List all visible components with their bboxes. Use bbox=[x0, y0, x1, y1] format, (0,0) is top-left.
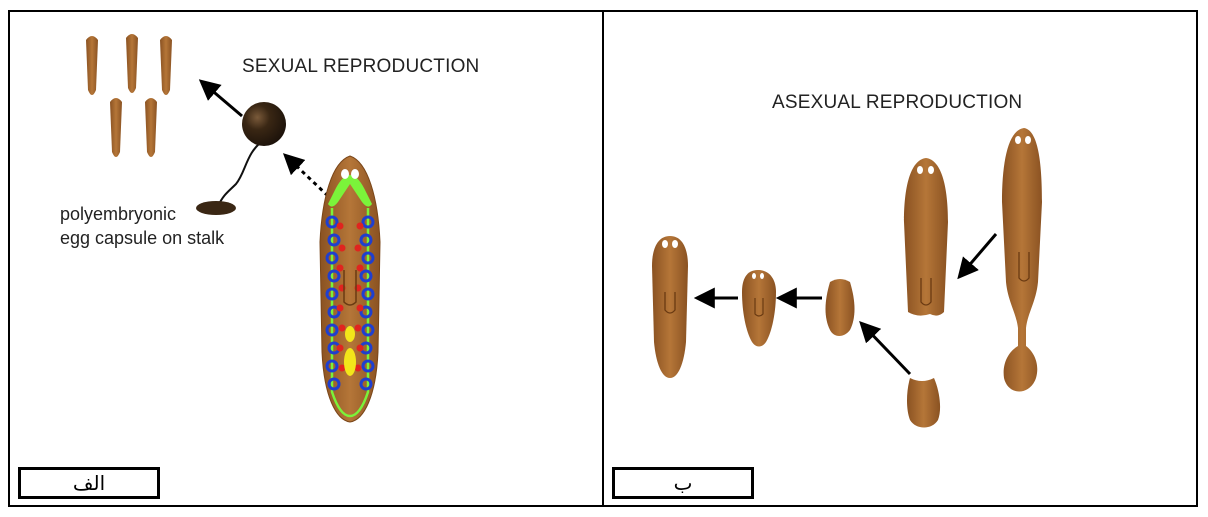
pharynx bbox=[664, 292, 676, 314]
pharynx bbox=[343, 270, 357, 306]
posterior-fragment bbox=[907, 378, 941, 428]
eye-spot bbox=[1025, 136, 1031, 144]
panel-asexual-reproduction: ASEXUAL REPRODUCTION bbox=[602, 10, 1198, 507]
testes-left bbox=[325, 215, 341, 391]
adult-planarian bbox=[319, 155, 381, 423]
arrow-to-regeneration bbox=[859, 320, 912, 376]
panel-b-label: ب bbox=[612, 467, 754, 499]
sexual-reproduction-title: SEXUAL REPRODUCTION bbox=[242, 56, 480, 77]
constricting-worm bbox=[1002, 128, 1042, 392]
ovary-dots bbox=[336, 222, 364, 372]
eye-spot bbox=[662, 240, 668, 248]
asexual-reproduction-title: ASEXUAL REPRODUCTION bbox=[772, 92, 1023, 113]
asexual-reproduction-diagram bbox=[652, 128, 1042, 428]
arrow-to-fission bbox=[957, 233, 998, 280]
dotted-arrow-adult-to-egg bbox=[282, 153, 330, 198]
regenerated-worm-body bbox=[652, 236, 688, 378]
juvenile-worm bbox=[145, 98, 157, 157]
sexual-reproduction-diagram bbox=[86, 34, 381, 423]
eye-spot bbox=[672, 240, 678, 248]
anterior-fragment-body bbox=[904, 158, 948, 316]
eye-spot bbox=[341, 169, 349, 179]
nerve-cord-left bbox=[330, 208, 351, 418]
pharynx bbox=[920, 278, 932, 306]
regenerated-worm bbox=[652, 236, 688, 378]
eye-spot bbox=[928, 166, 934, 174]
copulatory-apparatus bbox=[345, 326, 355, 342]
adult-worm-body bbox=[319, 155, 381, 423]
arrow-egg-to-juveniles bbox=[198, 79, 243, 118]
panel-a-label: الف bbox=[18, 467, 160, 499]
constricting-worm-body bbox=[1002, 128, 1042, 392]
egg-capsule-label-line2: egg capsule on stalk bbox=[60, 228, 225, 248]
nerve-cord-right bbox=[349, 208, 370, 418]
juvenile-worm bbox=[86, 36, 98, 95]
testes-right bbox=[359, 215, 375, 391]
eye-spot bbox=[752, 273, 756, 279]
regenerating-fragment-1 bbox=[825, 279, 855, 336]
eye-spot bbox=[760, 273, 764, 279]
brain-ganglia bbox=[328, 175, 372, 207]
juvenile-worm bbox=[126, 34, 138, 93]
egg-stalk bbox=[217, 139, 265, 207]
egg-capsule bbox=[242, 102, 286, 146]
stalk-base bbox=[196, 201, 236, 215]
pharynx bbox=[1018, 252, 1030, 282]
egg-capsule-label: polyembryonic egg capsule on stalk bbox=[60, 202, 224, 250]
pharynx bbox=[754, 298, 764, 317]
regenerating-fragment-2 bbox=[742, 270, 776, 347]
eye-spot bbox=[351, 169, 359, 179]
regenerating-fragment-2-body bbox=[742, 270, 776, 347]
eye-spot bbox=[1015, 136, 1021, 144]
juvenile-worms bbox=[86, 34, 172, 157]
anterior-fragment bbox=[904, 158, 948, 316]
juvenile-worm bbox=[160, 36, 172, 95]
eye-spot bbox=[917, 166, 923, 174]
panel-sexual-reproduction: SEXUAL REPRODUCTION polyembryonic egg ca… bbox=[8, 10, 604, 507]
copulatory-bulb bbox=[344, 348, 356, 376]
egg-capsule-label-line1: polyembryonic bbox=[60, 204, 177, 224]
juvenile-worm bbox=[110, 98, 122, 157]
